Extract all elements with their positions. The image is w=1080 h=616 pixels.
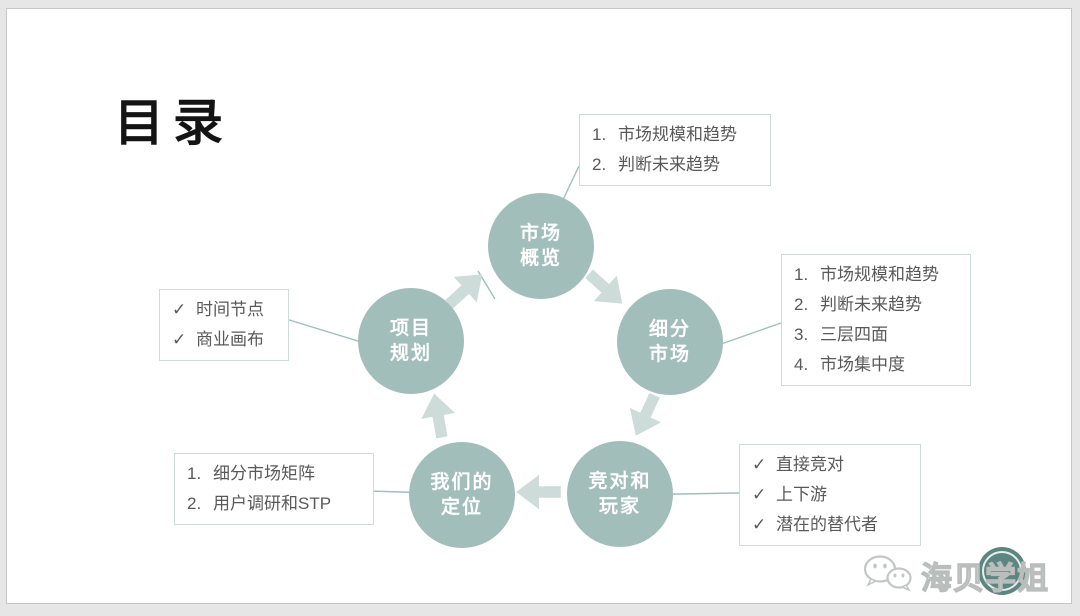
item-text: 用户调研和STP <box>213 494 332 513</box>
callout-market-segments: 1. 市场规模和趋势 2. 判断未来趋势 3. 三层四面 4. 市场集中度 <box>781 254 971 386</box>
item-text: 判断未来趋势 <box>820 295 922 314</box>
wechat-icon <box>863 555 912 592</box>
callout-item: 1. 细分市场矩阵 <box>187 463 363 485</box>
callout-item: 3. 三层四面 <box>794 324 960 346</box>
callout-item: 1. 市场规模和趋势 <box>794 264 960 286</box>
node-label-line1: 市场 <box>519 223 562 244</box>
callout-competitors: ✓ 直接竞对 ✓ 上下游 ✓ 潜在的替代者 <box>739 444 921 546</box>
item-text: 直接竞对 <box>776 455 844 474</box>
node-label-line2: 规划 <box>389 343 432 364</box>
callout-item: 2. 判断未来趋势 <box>592 154 760 176</box>
item-text: 上下游 <box>776 485 827 504</box>
cycle-node-project-planning[interactable]: 项目 规划 <box>358 288 464 394</box>
callout-item: ✓ 商业画布 <box>172 329 278 351</box>
item-text: 市场规模和趋势 <box>618 125 737 144</box>
callout-item: 2. 用户调研和STP <box>187 493 363 515</box>
node-label-line1: 竞对和 <box>588 471 652 492</box>
callout-item: ✓ 直接竞对 <box>752 454 910 476</box>
cycle-node-market-segments[interactable]: 细分 市场 <box>617 289 723 395</box>
item-text: 市场集中度 <box>820 355 905 374</box>
slide-canvas: 目录 市场 概览 细分 市场 竞对和 玩家 我们的 定位 项目 <box>6 8 1072 604</box>
item-marker: 3. <box>794 325 809 344</box>
item-marker: 1. <box>592 125 607 144</box>
item-marker: 1. <box>794 265 809 284</box>
item-text: 三层四面 <box>820 325 888 344</box>
cycle-node-our-positioning[interactable]: 我们的 定位 <box>409 442 515 548</box>
item-marker: 4. <box>794 355 809 374</box>
node-label-line2: 市场 <box>648 344 691 365</box>
check-icon: ✓ <box>172 300 187 319</box>
callout-project-planning: ✓ 时间节点 ✓ 商业画布 <box>159 289 289 361</box>
watermark-badge-circle <box>978 547 1026 595</box>
callout-item: 1. 市场规模和趋势 <box>592 124 760 146</box>
node-label-line1: 细分 <box>648 319 691 340</box>
node-label-line1: 我们的 <box>430 472 494 493</box>
callout-item: ✓ 潜在的替代者 <box>752 514 910 536</box>
check-icon: ✓ <box>752 485 767 504</box>
item-marker: 1. <box>187 464 202 483</box>
item-marker: 2. <box>187 494 202 513</box>
check-icon: ✓ <box>752 455 767 474</box>
arrow-segments-to-competitors <box>618 387 672 445</box>
item-text: 市场规模和趋势 <box>820 265 939 284</box>
callout-item: ✓ 时间节点 <box>172 299 278 321</box>
item-text: 细分市场矩阵 <box>213 464 315 483</box>
arrow-competitors-to-positioning <box>515 473 561 511</box>
node-label-line1: 项目 <box>389 318 432 339</box>
callout-market-overview: 1. 市场规模和趋势 2. 判断未来趋势 <box>579 114 771 186</box>
arrow-positioning-to-planning <box>415 389 460 441</box>
item-text: 潜在的替代者 <box>776 515 878 534</box>
item-text: 判断未来趋势 <box>618 155 720 174</box>
item-marker: 2. <box>592 155 607 174</box>
node-label-line2: 玩家 <box>598 496 641 517</box>
page-title: 目录 <box>114 95 232 151</box>
callout-item: ✓ 上下游 <box>752 484 910 506</box>
cycle-node-market-overview[interactable]: 市场 概览 <box>488 193 594 299</box>
watermark-brand-text: 海贝学姐 <box>920 560 1049 596</box>
item-marker: 2. <box>794 295 809 314</box>
cycle-node-competitors[interactable]: 竞对和 玩家 <box>567 441 673 547</box>
node-label-line2: 定位 <box>440 497 483 518</box>
watermark: 海贝学姐 <box>859 547 1061 601</box>
callout-our-positioning: 1. 细分市场矩阵 2. 用户调研和STP <box>174 453 374 525</box>
node-label-line2: 概览 <box>519 248 562 269</box>
item-text: 商业画布 <box>196 330 264 349</box>
check-icon: ✓ <box>752 515 767 534</box>
callout-item: 4. 市场集中度 <box>794 354 960 376</box>
callout-item: 2. 判断未来趋势 <box>794 294 960 316</box>
item-text: 时间节点 <box>196 300 264 319</box>
arrow-overview-to-segments <box>576 259 636 318</box>
arrow-planning-to-overview <box>436 259 496 318</box>
check-icon: ✓ <box>172 330 187 349</box>
